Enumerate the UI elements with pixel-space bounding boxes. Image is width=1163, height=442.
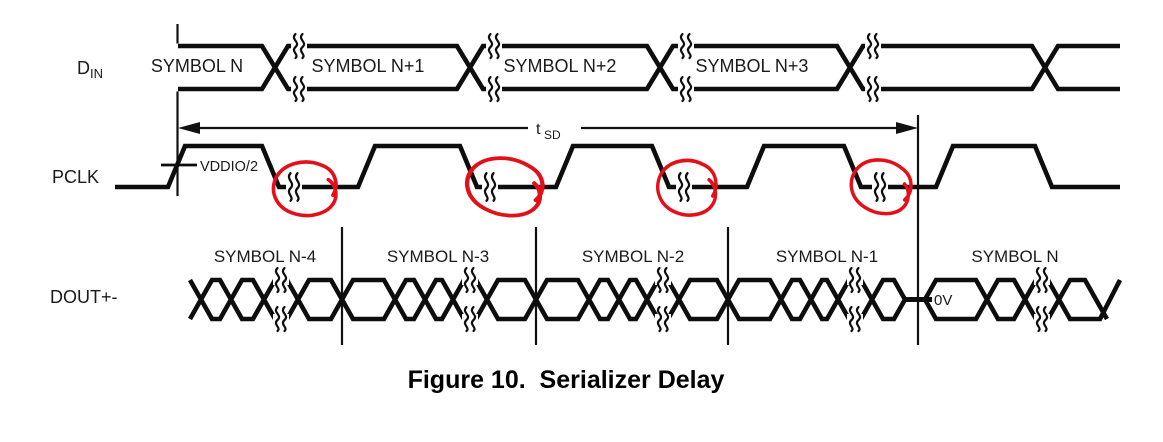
din-bus-rail-lower xyxy=(178,43,1120,92)
din-symbol-label: SYMBOL N+1 xyxy=(312,56,425,76)
break-mark-icon xyxy=(863,32,883,60)
din-signal: D IN SYMBOL N SYMBOL N+1 SYMBOL N+2 SYMB… xyxy=(77,32,1120,103)
break-mark-icon xyxy=(1032,305,1052,333)
break-mark-icon xyxy=(289,75,309,103)
break-mark-icon xyxy=(460,266,480,294)
dout-signal-label: DOUT+- xyxy=(50,287,118,307)
vddio-threshold-label: VDDIO/2 xyxy=(200,159,258,175)
pclk-waveform xyxy=(115,143,1120,190)
break-mark-icon xyxy=(289,32,309,60)
dout-signal: DOUT+- 0V SYMBOL N-4 SYMBOL N-3 SYMBOL N… xyxy=(50,247,1123,333)
break-mark-icon xyxy=(271,305,291,333)
break-mark-icon xyxy=(1032,266,1052,294)
break-mark-icon xyxy=(484,75,504,103)
dout-symbol-label: SYMBOL N-3 xyxy=(387,247,489,266)
din-symbol-label: SYMBOL N+3 xyxy=(696,56,809,76)
break-mark-icon xyxy=(676,32,696,60)
tsd-label-subscript: SD xyxy=(544,128,561,142)
break-mark-icon xyxy=(484,32,504,60)
right-arrowhead-icon xyxy=(896,122,918,134)
break-mark-icon xyxy=(653,266,673,294)
figure-caption: Figure 10. Serializer Delay xyxy=(408,366,725,394)
break-mark-icon xyxy=(845,305,865,333)
break-mark-icon xyxy=(863,75,883,103)
tsd-label: t xyxy=(536,121,541,138)
tsd-delay-arrow: t SD xyxy=(178,121,918,142)
pclk-signal: PCLK VDDIO/2 xyxy=(52,143,1120,203)
break-mark-icon xyxy=(284,171,304,203)
pclk-signal-label: PCLK xyxy=(52,167,99,187)
break-mark-icon xyxy=(271,266,291,294)
reference-lines xyxy=(176,24,920,345)
dout-eye-path-b xyxy=(187,277,921,322)
break-mark-icon xyxy=(870,171,890,203)
break-mark-icon xyxy=(460,305,480,333)
dout-symbol-label: SYMBOL N-2 xyxy=(582,247,684,266)
break-mark-icon xyxy=(676,75,696,103)
break-mark-icon xyxy=(674,171,694,203)
dout-symbol-label: SYMBOL N xyxy=(971,247,1058,266)
dout-eye-path-d xyxy=(922,277,1110,322)
din-signal-label-subscript: IN xyxy=(90,66,103,81)
din-signal-label: D xyxy=(77,58,90,78)
din-symbol-label: SYMBOL N+2 xyxy=(504,56,617,76)
din-symbol-label: SYMBOL N xyxy=(151,56,243,76)
dout-symbol-label: SYMBOL N-4 xyxy=(214,247,316,266)
break-mark-icon xyxy=(653,305,673,333)
break-mark-icon xyxy=(845,266,865,294)
zero-volt-label: 0V xyxy=(934,292,952,309)
break-mark-icon xyxy=(480,171,500,203)
left-arrowhead-icon xyxy=(178,122,200,134)
dout-eye-path-a xyxy=(187,277,921,322)
dout-symbol-label: SYMBOL N-1 xyxy=(776,247,878,266)
